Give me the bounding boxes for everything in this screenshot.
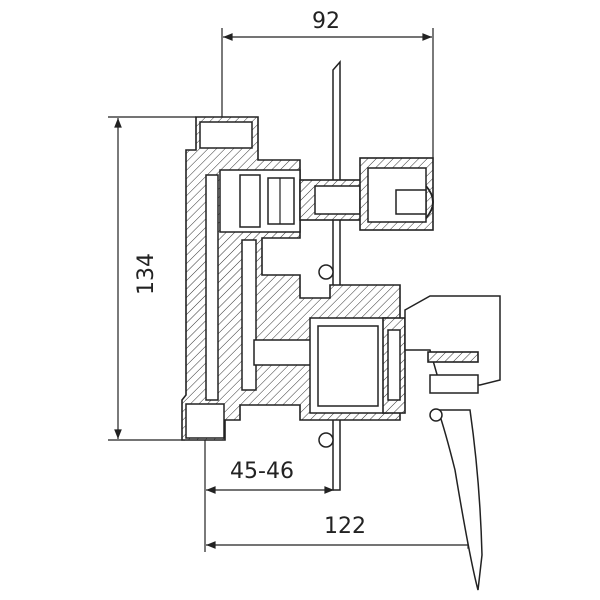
seal-top — [318, 264, 334, 280]
mixer-cartridge — [309, 264, 406, 448]
wall-plate — [332, 60, 341, 491]
dimension-45-46: 45-46 — [204, 440, 334, 552]
dimension-122-label: 122 — [324, 514, 366, 539]
seal-bottom — [318, 432, 334, 448]
dimension-134: 134 — [108, 116, 196, 441]
dimension-122: 122 — [206, 514, 479, 552]
water-channel — [205, 174, 219, 401]
dimension-92-label: 92 — [312, 9, 340, 34]
lever-handle — [404, 295, 501, 591]
top-inlet-fitting — [199, 121, 253, 149]
dimension-134-label: 134 — [134, 253, 159, 295]
dimension-45-46-label: 45-46 — [230, 459, 294, 484]
dimension-92: 92 — [221, 9, 434, 160]
diverter-cartridge — [219, 157, 434, 233]
inner-channel — [241, 239, 257, 391]
bottom-inlet-fitting — [185, 403, 225, 439]
